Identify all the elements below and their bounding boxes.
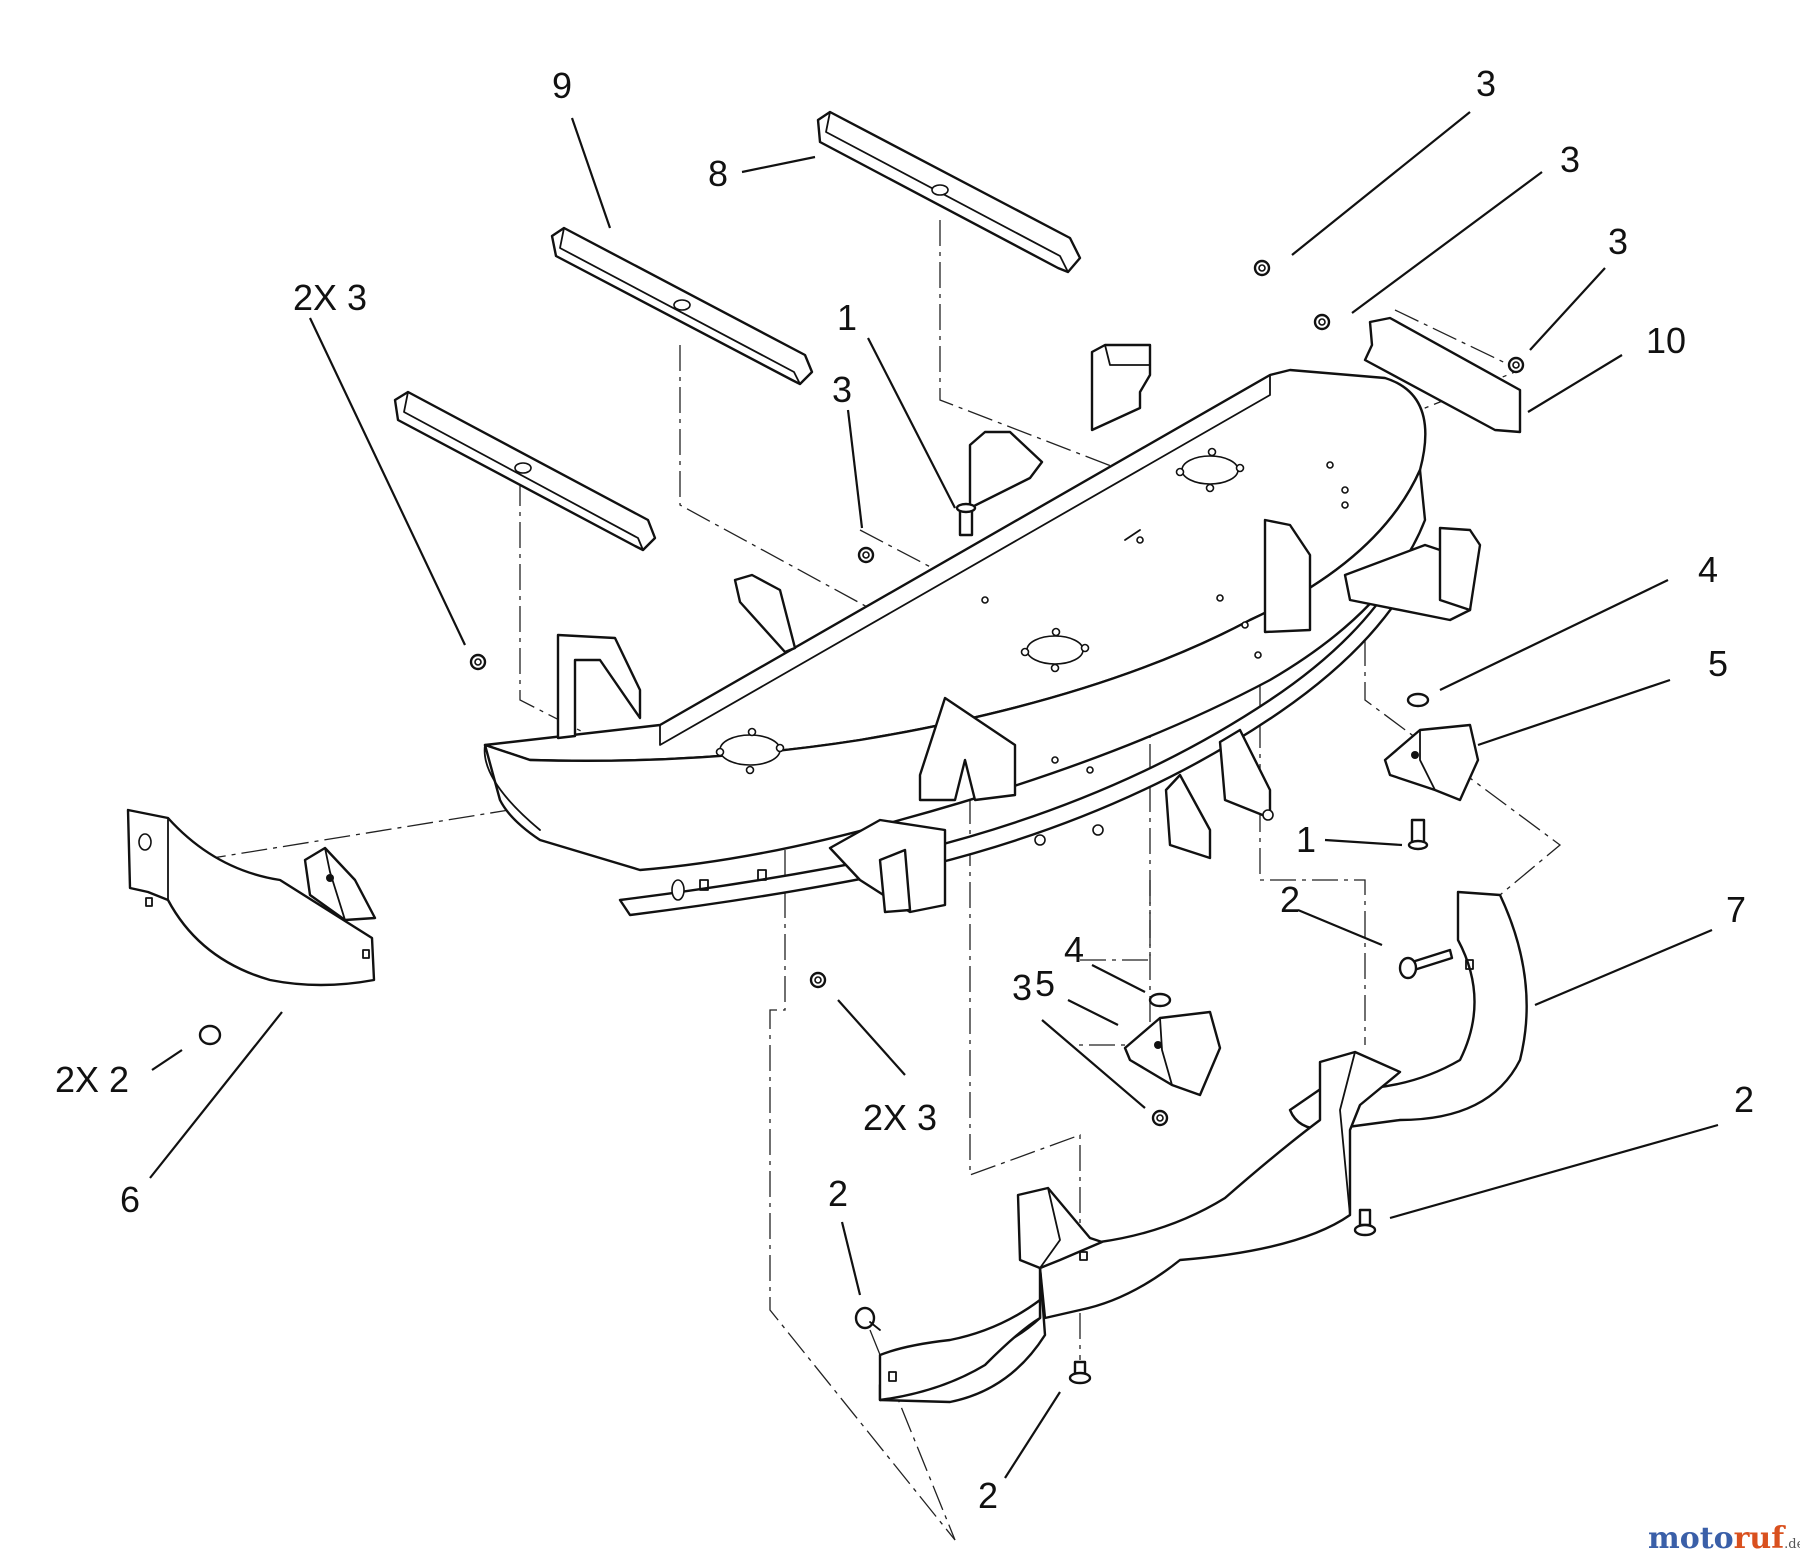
nut-3a [1253,259,1271,277]
spindle-mount-3 [1175,447,1245,493]
nut-3g [1151,1109,1169,1127]
callout-2x3-center: 2X 3 [863,1097,937,1138]
callout-5-right: 5 [1708,643,1728,684]
watermark-logo: motoruf.de [1648,1521,1800,1556]
baffle-lower [878,1050,1402,1404]
watermark-suffix: .de [1784,1537,1800,1552]
callout-5-center: 5 [1035,963,1055,1004]
callout-2-lower-right: 2 [1734,1079,1754,1120]
callout-7: 7 [1726,889,1746,930]
nut-3c [1507,356,1525,374]
callout-4-right: 4 [1698,549,1718,590]
callout-2x3-left: 2X 3 [293,277,367,318]
nut-3e [469,653,487,671]
washer-4b [1148,992,1172,1008]
callout-3-upper-right: 3 [1560,139,1580,180]
callout-2-lower-left: 2 [828,1173,848,1214]
nut-3d [857,546,875,564]
bolt-2e [198,1024,222,1046]
blade-8 [816,110,1082,274]
bolt-1b [1407,818,1429,851]
callout-2-bottom: 2 [978,1475,998,1516]
callout-4-center: 4 [1064,929,1084,970]
callout-1-right: 1 [1296,819,1316,860]
deflector-5-center [1123,1010,1222,1097]
callout-labels: 9 8 3 3 3 10 2X 3 1 3 4 5 1 2 7 4 5 3 2X… [55,63,1754,1516]
watermark-text: motoruf.de [1648,1521,1800,1556]
callout-3-right: 3 [1608,221,1628,262]
bolt-2a [1398,948,1454,980]
leader-lines [149,111,1719,1479]
mower-deck [483,368,1427,917]
callout-3-top: 3 [1476,63,1496,104]
callout-10: 10 [1646,320,1686,361]
nut-3b [1313,313,1331,331]
mulch-plate-10 [1363,316,1522,434]
blade-lower [393,390,657,552]
callout-3-center: 3 [832,369,852,410]
baffle-6 [126,808,377,987]
callout-6: 6 [120,1179,140,1220]
callout-9: 9 [552,65,572,106]
callout-2x2: 2X 2 [55,1059,129,1100]
callout-8: 8 [708,153,728,194]
bolt-2d [1068,1360,1092,1385]
callout-2-right: 2 [1280,879,1300,920]
spindle-mount-2 [1020,627,1090,673]
deck-brackets [556,343,1482,914]
bolt-1a [955,502,977,537]
bolt-2b [1353,1208,1377,1237]
nut-3f [809,971,827,989]
watermark-part-a: moto [1648,1521,1734,1556]
hardware [198,259,1525,1385]
callout-3-lower: 3 [1012,967,1032,1008]
callout-1-top: 1 [837,297,857,338]
deflector-5-right [1383,723,1480,802]
washer-4a [1406,692,1430,708]
watermark-part-b: ruf [1734,1521,1787,1556]
blade-9 [550,226,814,386]
spindle-mount-1 [715,727,785,775]
bolt-2c [854,1306,881,1331]
